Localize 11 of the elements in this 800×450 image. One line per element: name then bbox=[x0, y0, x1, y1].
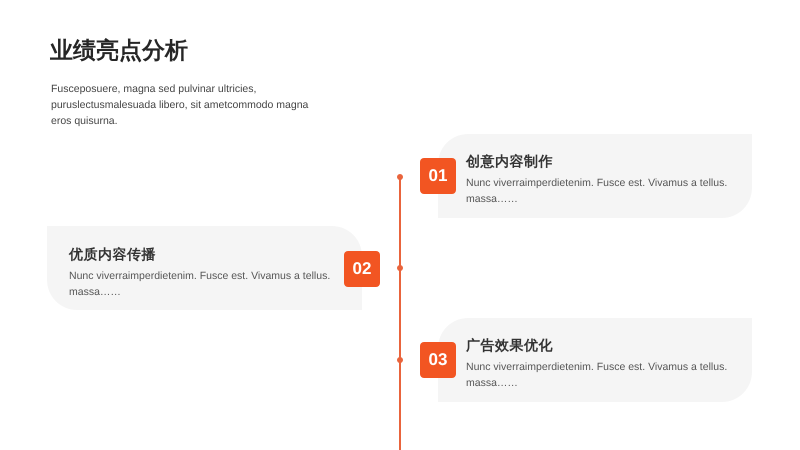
title: 业绩亮点分析 bbox=[50, 36, 188, 65]
card-description: Nunc viverraimperdietenim. Fusce est. Vivamus a tellus. massa…… bbox=[69, 269, 331, 300]
number-badge: 01 bbox=[420, 158, 456, 194]
card-heading: 创意内容制作 bbox=[466, 152, 553, 170]
card-description: Nunc viverraimperdietenim. Fusce est. Vivamus a tellus. massa…… bbox=[466, 176, 728, 207]
number-badge: 02 bbox=[344, 251, 380, 287]
card-heading: 优质内容传播 bbox=[69, 245, 156, 263]
card-heading: 广告效果优化 bbox=[466, 336, 553, 354]
card-description: Nunc viverraimperdietenim. Fusce est. Vivamus a tellus. massa…… bbox=[466, 360, 728, 391]
intro-paragraph: Fusceposuere, magna sed pulvinar ultricies, puruslectusmalesuada libero, sit ametcommodo magna eros quisurna. bbox=[51, 82, 309, 129]
number-badge: 03 bbox=[420, 342, 456, 378]
